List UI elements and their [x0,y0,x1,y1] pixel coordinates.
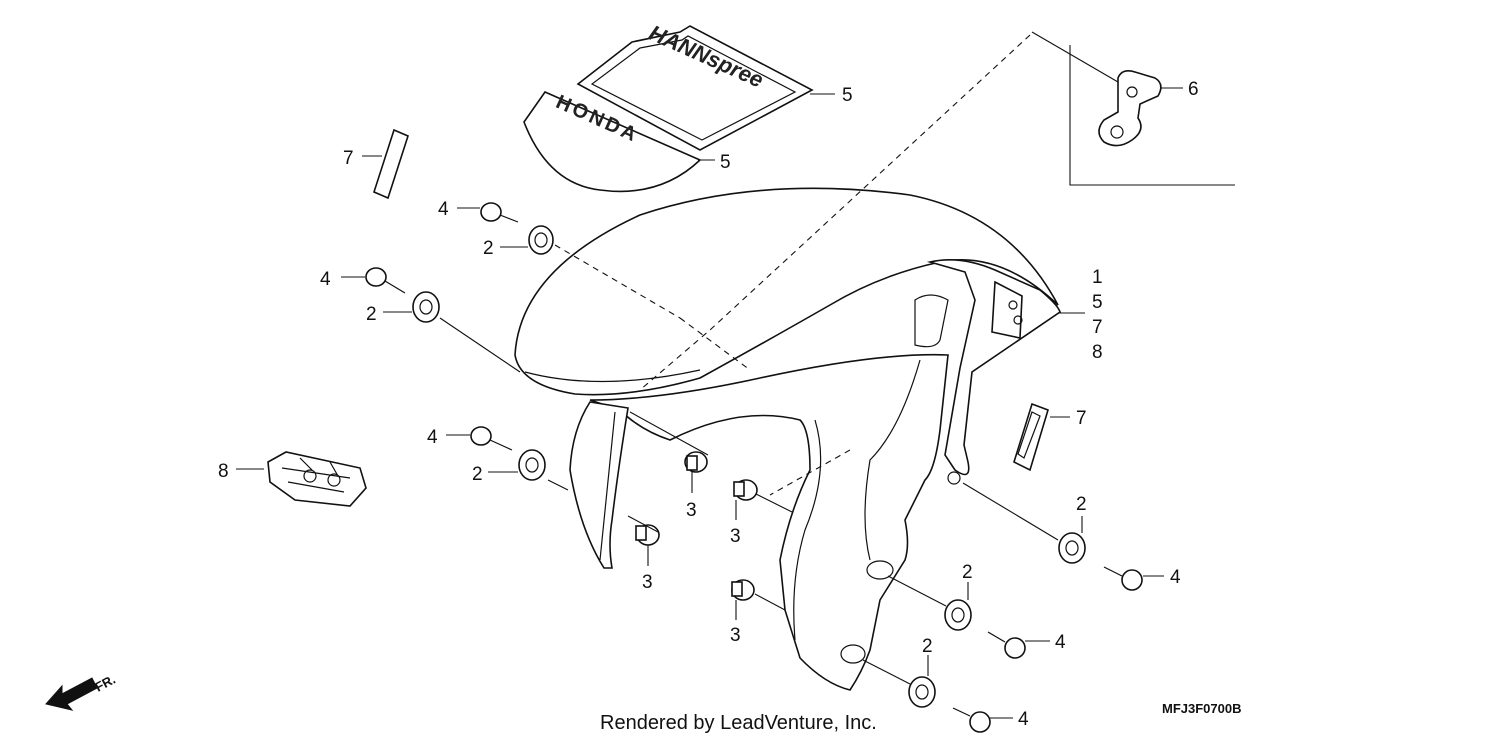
bracket-part-6 [1098,70,1162,147]
front-label: FR. [92,672,118,695]
callout-leaders [236,87,1183,719]
callout-4-c: 4 [427,427,438,448]
callout-6: 6 [1188,79,1199,100]
decal-honda: HONDA [523,91,702,193]
callout-7-left: 7 [343,148,354,169]
callout-3-d: 3 [730,625,741,646]
grommet-2a [528,225,554,255]
callout-4-f: 4 [1018,709,1029,730]
callouts: 5 5 6 7 4 2 4 2 1 5 7 8 7 4 2 8 3 3 3 3 … [218,79,1199,730]
grommet-2b [412,291,440,323]
render-credit: Rendered by LeadVenture, Inc. [600,712,877,734]
grommet-2e [944,599,972,631]
grommet-2f [908,676,936,708]
callout-3-c: 3 [642,572,653,593]
callout-3-b: 3 [730,526,741,547]
front-fender [514,187,1061,691]
grommet-2c [518,449,546,481]
callout-4-b: 4 [320,269,331,290]
screw-4d [1103,566,1143,591]
callout-5-upper-decal: 5 [842,85,853,106]
reflector-decal-right [1013,402,1049,472]
callout-2-b: 2 [366,304,377,325]
reflector-decal-left [373,128,409,200]
callout-7-right: 7 [1076,408,1087,429]
callout-5-fender: 5 [1092,292,1103,313]
front-direction-indicator: FR. [45,672,118,711]
diagram-code: MFJ3F0700B [1162,701,1241,716]
callout-2-e: 2 [962,562,973,583]
rear-mudguard-part-8 [267,451,367,507]
callout-8: 8 [218,461,229,482]
assembly-lines [439,34,1059,685]
clip-3c [635,524,660,546]
callout-7-fender: 7 [1092,317,1103,338]
inset-frame [1031,31,1235,186]
callout-2-d: 2 [1076,494,1087,515]
callout-4-a: 4 [438,199,449,220]
clip-3a [684,451,708,473]
grommet-2d [1058,532,1086,564]
screw-4f [952,707,991,733]
clip-3b [733,479,758,501]
callout-8-fender: 8 [1092,342,1103,363]
callout-5-lower-decal: 5 [720,152,731,173]
clip-3d [731,579,755,601]
callout-4-d: 4 [1170,567,1181,588]
callout-1: 1 [1092,267,1103,288]
callout-2-a: 2 [483,238,494,259]
callout-4-e: 4 [1055,632,1066,653]
front-arrow-icon [45,677,98,711]
callout-2-c: 2 [472,464,483,485]
callout-3-a: 3 [686,500,697,521]
screw-4c [470,426,513,451]
screw-4a [480,202,519,223]
screw-4b [365,267,406,294]
screw-4e [987,631,1026,659]
callout-2-f: 2 [922,636,933,657]
